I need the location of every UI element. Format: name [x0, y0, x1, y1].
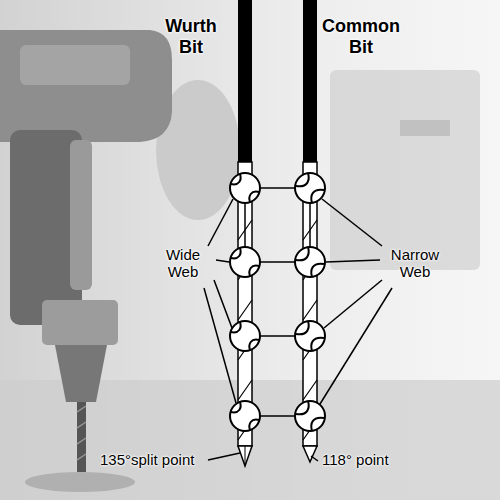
device-sticker [400, 120, 450, 136]
cordless-drill [0, 30, 172, 472]
metal-shavings [25, 472, 135, 492]
ladder-lines [245, 188, 310, 416]
wide-web-sections [230, 173, 260, 431]
bit-heading: Wurth Bit [158, 16, 224, 57]
web-label: Narrow Web [384, 246, 446, 281]
common-drill-bit [303, 0, 317, 462]
point-angle-label: 118° point [322, 451, 389, 468]
background-device [330, 70, 480, 270]
web-label: Wide Web [154, 246, 212, 281]
narrow-web-sections [295, 173, 325, 431]
bit-heading: Common Bit [316, 16, 406, 57]
leader-lines [204, 199, 392, 461]
wurth-drill-bit [238, 0, 252, 466]
point-angle-label: 135°split point [100, 451, 194, 468]
